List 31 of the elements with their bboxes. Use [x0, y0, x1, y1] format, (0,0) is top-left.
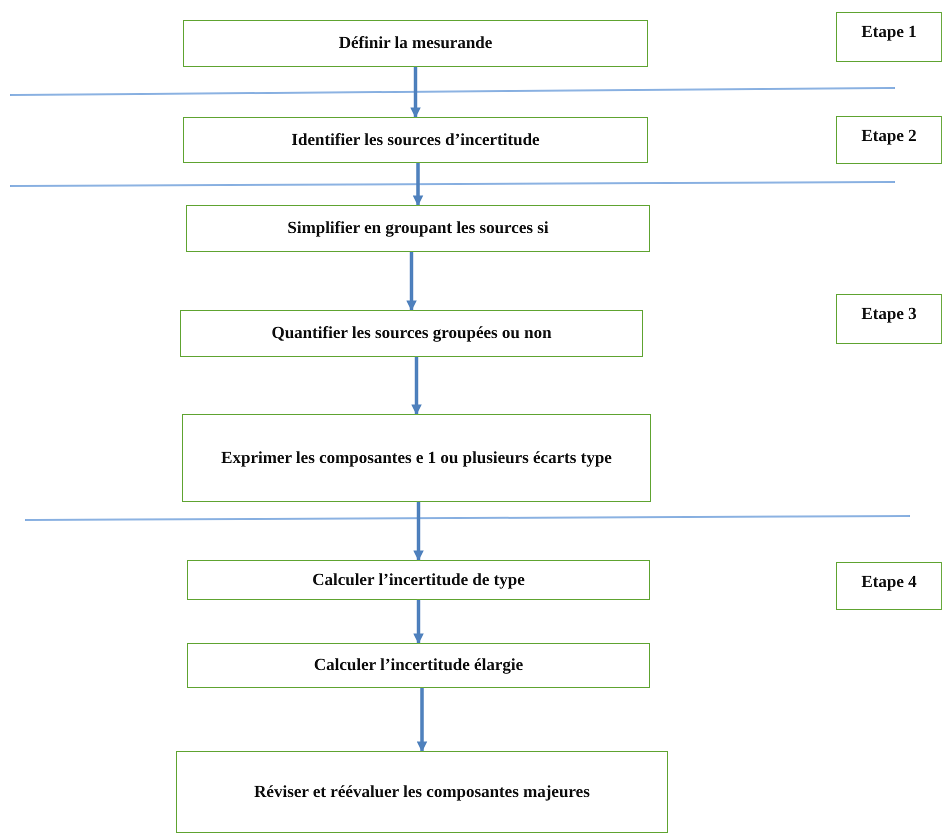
arrow [406, 252, 417, 312]
arrow [412, 163, 424, 206]
step-label-box [836, 116, 942, 164]
node-text: Etape 2 [861, 125, 917, 147]
process-box [186, 205, 650, 252]
arrow [416, 688, 428, 752]
process-box [182, 414, 651, 502]
node-text: Etape 4 [861, 571, 917, 593]
node-text: Exprimer les composantes e 1 ou plusieurs écarts type [221, 446, 612, 469]
node-text: Etape 3 [861, 303, 917, 325]
node-text: Simplifier en groupant les sources si [287, 217, 549, 240]
step-label-box [836, 562, 942, 610]
node-text: Calculer l’incertitude de type [312, 568, 525, 591]
step-label-box [836, 294, 942, 344]
node-text: Identifier les sources d’incertitude [291, 128, 540, 151]
arrow [410, 67, 421, 118]
process-box [187, 643, 650, 688]
step-label-box [836, 12, 942, 62]
node-text: Etape 1 [861, 21, 917, 43]
arrow [413, 600, 424, 644]
node-text: Définir la mesurande [338, 32, 492, 54]
process-box [176, 751, 668, 833]
node-text: Quantifier les sources groupées ou non [271, 322, 552, 344]
node-text: Réviser et réévaluer les composantes majeures [254, 780, 590, 803]
process-box [180, 310, 643, 357]
node-text: Calculer l’incertitude élargie [314, 654, 524, 676]
arrow [411, 357, 422, 416]
process-box [187, 560, 650, 600]
arrow [413, 502, 424, 562]
process-box [183, 117, 648, 163]
process-box [183, 20, 648, 67]
